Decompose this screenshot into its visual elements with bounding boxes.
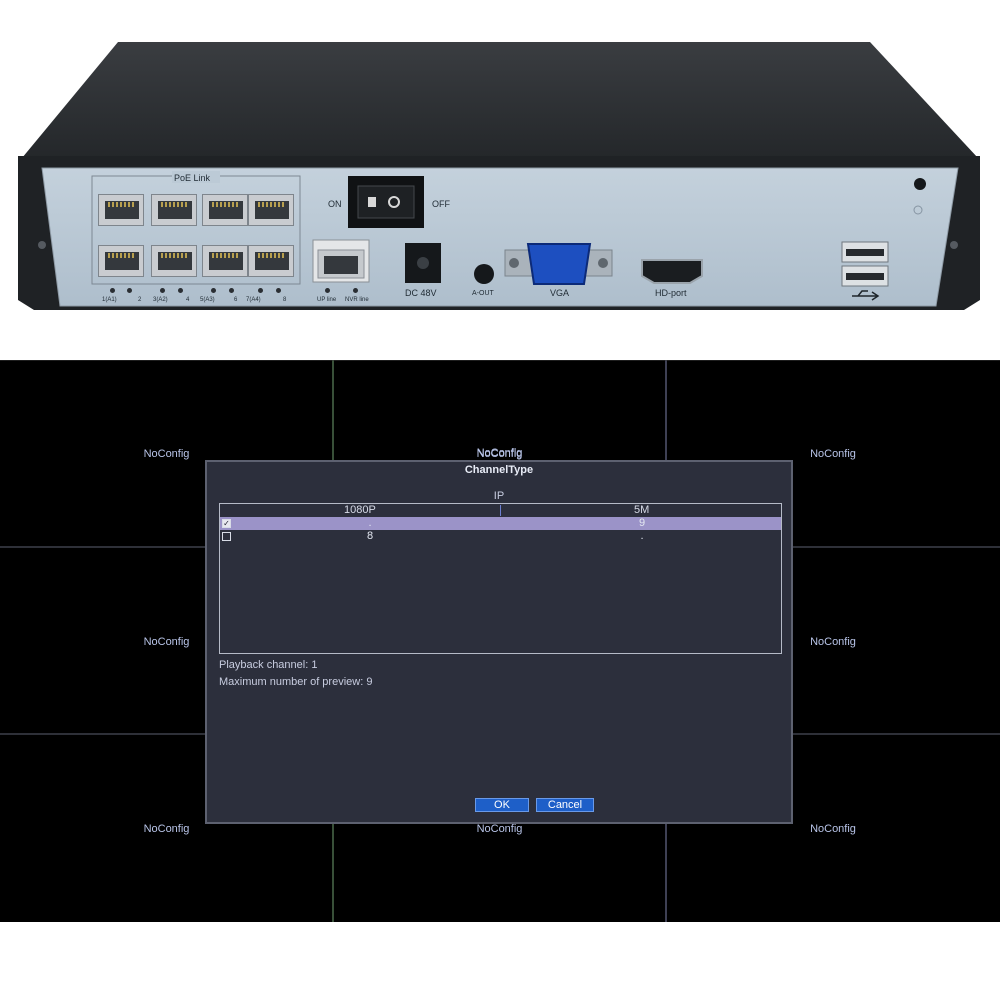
led-indicator [211, 288, 216, 293]
cell-status-label: NoConfig [810, 823, 856, 835]
playback-channel-text: Playback channel: 1 [219, 659, 318, 671]
port-number: 5(A3) [200, 297, 215, 303]
poe-link-label: PoE Link [174, 173, 211, 183]
led-indicator [127, 288, 132, 293]
led-indicator [353, 288, 358, 293]
camera-cell[interactable]: NoConfig [666, 547, 1000, 734]
group-label: IP [493, 490, 505, 502]
port-number: 2 [138, 297, 142, 303]
table-row[interactable]: ✓ . 9 [220, 517, 781, 530]
channel-table: 1080P 5M ✓ . 9 8 . [219, 503, 782, 654]
row-1080p-count: . [368, 517, 372, 529]
camera-cell[interactable]: NoConfig [333, 360, 666, 547]
cell-status-label: NoConfig [143, 823, 190, 835]
column-header: 5M [634, 504, 650, 516]
poe-port [248, 194, 294, 226]
port-number: 7(A4) [246, 297, 261, 303]
channel-type-dialog: ChannelType IP 1080P 5M ✓ . 9 8 . Playba… [205, 460, 793, 824]
power-off-label: OFF [432, 199, 450, 209]
row-5m-count: 9 [638, 517, 646, 529]
camera-cell[interactable]: NoConfig [666, 734, 1000, 922]
led-indicator [178, 288, 183, 293]
cell-status-label: NoConfig [476, 823, 523, 835]
power-on-label: ON [328, 199, 342, 209]
dvr-screen: NoConfig NoConfig NoConfig NoConfig NoCo… [0, 360, 1000, 922]
dialog-title: ChannelType [464, 464, 534, 476]
cell-status-label: NoConfig [143, 448, 190, 460]
led-indicator [160, 288, 165, 293]
nvr-device: PoE Link 1(A1) 2 3(A2) 4 5(A3) 6 7(A4) 8… [0, 0, 1000, 340]
cell-status-label: NoConfig [476, 448, 523, 460]
led-indicator [276, 288, 281, 293]
camera-cell[interactable]: NoConfig [0, 734, 333, 922]
column-header: 1080P [344, 504, 376, 516]
row-5m-count: . [640, 530, 644, 542]
cell-status-label: NoConfig [810, 448, 856, 460]
camera-cell[interactable]: NoConfig [0, 547, 333, 734]
port-number: 8 [283, 297, 287, 303]
port-number: 4 [186, 297, 190, 303]
cell-status-label: NoConfig [476, 447, 523, 459]
hd-port-label: HD-port [655, 288, 687, 298]
vga-label: VGA [550, 288, 570, 298]
led-indicator [110, 288, 115, 293]
row-1080p-count: 8 [366, 530, 374, 542]
led-indicator [229, 288, 234, 293]
camera-cell[interactable]: NoConfig [333, 734, 666, 922]
column-divider [500, 505, 501, 516]
port-number: 3(A2) [153, 297, 168, 303]
max-preview-text: Maximum number of preview: 9 [219, 676, 373, 688]
camera-cell[interactable]: NoConfig [666, 360, 1000, 547]
led-indicator [258, 288, 263, 293]
poe-port [248, 245, 294, 277]
port-number: 1(A1) [102, 297, 117, 303]
dc-label: DC 48V [405, 288, 437, 298]
poe-port [98, 194, 144, 226]
cell-status-label: NoConfig [810, 636, 856, 648]
row-checkbox[interactable] [222, 532, 231, 541]
uplink-label: NVR line [345, 297, 369, 303]
led-indicator [325, 288, 330, 293]
row-checkbox[interactable]: ✓ [222, 519, 231, 528]
ok-button[interactable]: OK [475, 798, 529, 812]
uplink-label: UP line [317, 297, 337, 303]
port-number: 6 [234, 297, 238, 303]
camera-cell[interactable]: NoConfig [0, 360, 333, 547]
poe-port [151, 245, 197, 277]
table-row[interactable]: 8 . [220, 530, 781, 543]
cancel-button[interactable]: Cancel [536, 798, 594, 812]
poe-port [202, 245, 248, 277]
aout-label: A-OUT [472, 290, 494, 297]
poe-port [98, 245, 144, 277]
nvr-chassis-icon [18, 42, 980, 310]
poe-port [202, 194, 248, 226]
poe-port [151, 194, 197, 226]
cell-status-label: NoConfig [143, 636, 190, 648]
